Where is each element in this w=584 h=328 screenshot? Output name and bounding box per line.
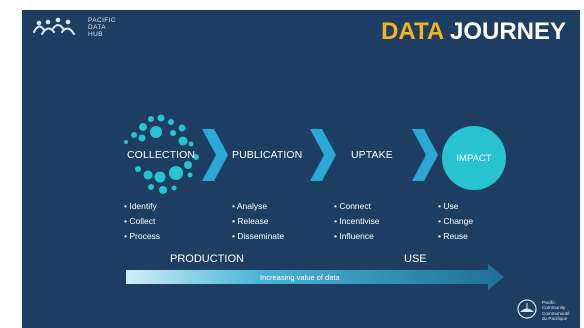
stage-impact-circle: IMPACT bbox=[442, 126, 506, 190]
chevron-arrow-icon bbox=[202, 129, 228, 181]
stage-label-impact: IMPACT bbox=[456, 152, 492, 164]
publication-steps-list: Analyse Release Disseminate bbox=[232, 199, 284, 245]
list-item: Use bbox=[438, 199, 473, 214]
list-item: Analyse bbox=[232, 199, 284, 214]
list-item: Connect bbox=[334, 199, 380, 214]
list-item: Incentivise bbox=[334, 214, 379, 229]
stage-label-collection: COLLECTION bbox=[127, 149, 196, 161]
chevron-arrow-icon bbox=[310, 129, 336, 181]
list-item: Reuse bbox=[438, 229, 473, 244]
list-item: Influence bbox=[334, 229, 380, 244]
chevron-arrow-icon bbox=[412, 129, 438, 181]
section-label-use: USE bbox=[404, 253, 427, 265]
stage-label-publication: PUBLICATION bbox=[232, 149, 303, 161]
list-item: Change bbox=[438, 214, 473, 229]
list-item: Identify bbox=[124, 199, 160, 214]
value-arrow-icon bbox=[126, 264, 504, 290]
pacific-community-logo-icon bbox=[517, 299, 537, 319]
title-part-journey: JOURNEY bbox=[449, 18, 566, 45]
collection-dots-icon bbox=[124, 114, 199, 194]
stage-label-uptake: UPTAKE bbox=[351, 149, 393, 161]
arrow-label: Increasing value of data bbox=[260, 273, 340, 282]
collection-steps-list: Identify Collect Process bbox=[124, 199, 160, 245]
pacific-community-wordmark: Pacific Community Communauté du Pacifiqu… bbox=[542, 300, 570, 322]
slide-title: DATA JOURNEY bbox=[381, 18, 566, 46]
uptake-steps-list: Connect Incentivise Influence bbox=[334, 199, 380, 245]
list-item: Release bbox=[232, 214, 284, 229]
impact-steps-list: Use Change Reuse bbox=[438, 199, 473, 245]
list-item: Disseminate bbox=[232, 229, 284, 244]
pacific-data-hub-logo-icon bbox=[33, 17, 75, 35]
list-item: Collect bbox=[124, 214, 160, 229]
title-part-data: DATA bbox=[381, 18, 444, 45]
section-label-production: PRODUCTION bbox=[170, 253, 244, 265]
list-item: Process bbox=[124, 229, 160, 244]
